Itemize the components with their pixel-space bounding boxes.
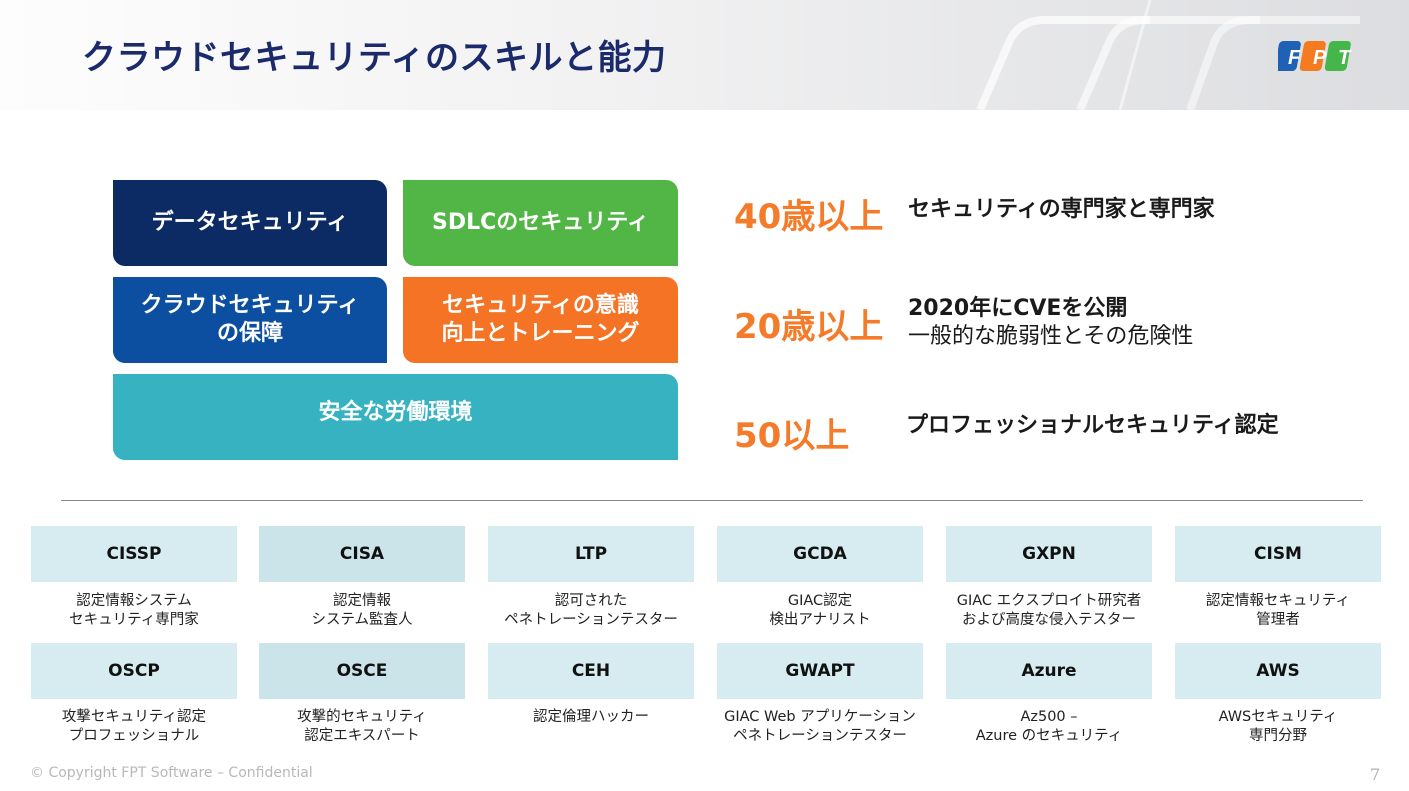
cert-description: 認定情報セキュリティ 管理者 — [1205, 593, 1351, 628]
cert-name: GWAPT — [785, 661, 855, 681]
block-sdlc-security: SDLCのセキュリティ — [403, 180, 678, 266]
block-label: データセキュリティ — [151, 210, 349, 235]
cert-badge-cism: CISM — [1175, 526, 1381, 582]
cert-description: 攻撃セキュリティ認定 プロフェッショナル — [61, 709, 207, 744]
copyright-footer: © Copyright FPT Software – Confidential — [30, 765, 313, 781]
cert-badge-osce: OSCE — [259, 643, 465, 699]
cert-badge-oscp: OSCP — [31, 643, 237, 699]
block-label: SDLCのセキュリティ — [432, 210, 649, 235]
stat-text-main: 2020年にCVEを公開 — [908, 296, 1128, 321]
cert-description: Az500 – Azure のセキュリティ — [975, 709, 1123, 744]
stat-number: 20歳以上 — [734, 307, 884, 347]
cert-description: 認定倫理ハッカー — [533, 709, 649, 725]
cert-badge-aws: AWS — [1175, 643, 1381, 699]
cert-description: GIAC Web アプリケーション ペネトレーションテスター — [724, 709, 916, 744]
page-title: クラウドセキュリティのスキルと能力 — [82, 38, 667, 78]
cert-name: CISA — [339, 544, 385, 564]
block-label: 安全な労働環境 — [318, 400, 473, 425]
cert-badge-gcda: GCDA — [717, 526, 923, 582]
cert-name: CEH — [571, 661, 611, 681]
cert-name: CISSP — [106, 544, 162, 564]
stat-number: 50以上 — [734, 416, 850, 456]
fpt-logo: F P T — [1278, 41, 1352, 71]
cert-badge-ceh: CEH — [488, 643, 694, 699]
cert-name: AWS — [1256, 661, 1300, 681]
cert-badge-cisa: CISA — [259, 526, 465, 582]
cert-description: GIAC認定 検出アナリスト — [769, 593, 871, 628]
svg-text:T: T — [1338, 47, 1352, 69]
cert-name: LTP — [574, 544, 608, 564]
svg-text:P: P — [1313, 47, 1327, 69]
stat-text: プロフェッショナルセキュリティ認定 — [906, 413, 1279, 438]
block-data-security: データセキュリティ — [113, 180, 387, 266]
cert-badge-cissp: CISSP — [31, 526, 237, 582]
cert-name: GXPN — [1022, 544, 1076, 564]
header-banner: クラウドセキュリティのスキルと能力 F P T — [0, 0, 1409, 110]
cert-description: GIAC エクスプロイト研究者 および高度な侵入テスター — [956, 593, 1142, 628]
cert-description: 認可された ペネトレーションテスター — [504, 593, 678, 628]
cert-badge-gxpn: GXPN — [946, 526, 1152, 582]
cert-description: AWSセキュリティ 専門分野 — [1218, 709, 1338, 744]
cert-description: 認定情報システム セキュリティ専門家 — [69, 593, 199, 628]
block-label: クラウドセキュリティ の保障 — [140, 293, 360, 346]
block-cloud-assurance: クラウドセキュリティ の保障 — [113, 277, 387, 363]
cert-name: GCDA — [793, 544, 847, 564]
cert-name: OSCP — [108, 661, 160, 681]
cert-name: Azure — [1021, 661, 1077, 681]
cert-name: OSCE — [336, 661, 388, 681]
cert-badge-azure: Azure — [946, 643, 1152, 699]
section-divider — [61, 500, 1363, 501]
stat-text: 2020年にCVEを公開 一般的な脆弱性とその危険性 — [908, 295, 1193, 351]
cert-description: 認定情報 システム監査人 — [311, 593, 413, 628]
svg-text:F: F — [1288, 47, 1301, 69]
header-decoration — [976, 0, 1360, 110]
cert-description: 攻撃的セキュリティ 認定エキスパート — [297, 709, 427, 744]
block-label: セキュリティの意識 向上とトレーニング — [441, 293, 640, 346]
block-awareness-training: セキュリティの意識 向上とトレーニング — [403, 277, 678, 363]
page-number: 7 — [1370, 765, 1381, 784]
cert-badge-ltp: LTP — [488, 526, 694, 582]
cert-name: CISM — [1254, 544, 1302, 564]
stat-number: 40歳以上 — [734, 197, 884, 237]
stat-text-sub: 一般的な脆弱性とその危険性 — [908, 324, 1194, 349]
cert-badge-gwapt: GWAPT — [717, 643, 923, 699]
block-safe-workplace: 安全な労働環境 — [113, 374, 678, 460]
stat-text: セキュリティの専門家と専門家 — [908, 197, 1215, 222]
